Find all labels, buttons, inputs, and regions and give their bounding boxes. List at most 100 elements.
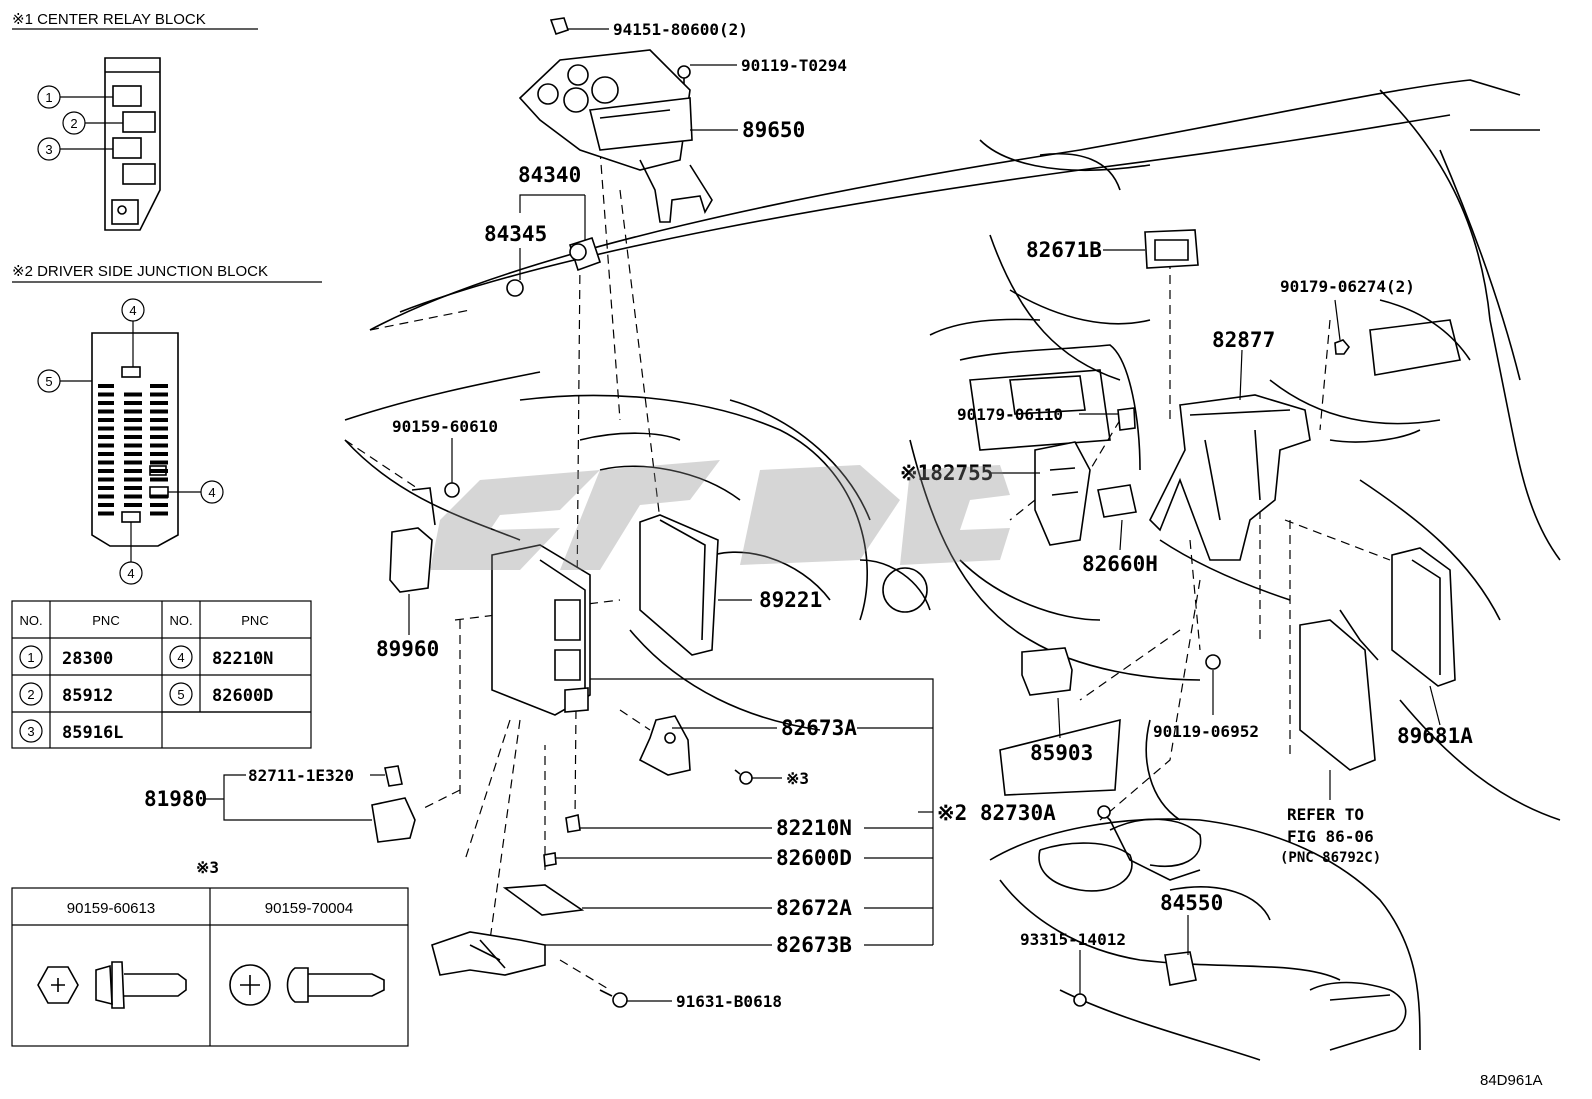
part-89650 xyxy=(518,49,713,223)
label-91631-b0618: 91631-B0618 xyxy=(676,992,782,1011)
fuse-slot xyxy=(124,443,142,448)
part-82210n xyxy=(565,814,581,833)
fuse-slot xyxy=(124,401,142,405)
bolt-header-2: 90159-70004 xyxy=(265,900,353,917)
refer-line-2: FIG 86-06 xyxy=(1287,827,1374,846)
bolt-ref3-a xyxy=(734,769,753,785)
label-82730a: ※2 82730A xyxy=(937,801,1056,825)
dashboard-outline xyxy=(344,79,1561,1061)
bolt-table-ref: ※3 xyxy=(196,858,219,877)
clip-94151 xyxy=(549,17,570,36)
part-86792c xyxy=(1299,609,1379,771)
fuse-slot xyxy=(124,409,142,414)
part-84345 xyxy=(506,279,524,297)
pnc-header-pnc-2: PNC xyxy=(241,613,268,628)
bolt-90119-06952 xyxy=(1205,654,1221,670)
fuse-slot xyxy=(98,443,114,448)
pnc-value: 85916L xyxy=(62,723,123,743)
pnc-header-no-2: NO. xyxy=(169,613,192,628)
hex-flange-bolt-icon xyxy=(37,961,187,1009)
part-82671b xyxy=(1144,229,1199,269)
fuse-slot xyxy=(98,418,114,422)
pnc-no: 3 xyxy=(27,724,34,739)
part-84550 xyxy=(1097,805,1201,881)
svg-text:4: 4 xyxy=(129,303,136,318)
part-82673a xyxy=(638,715,691,776)
part-82672a xyxy=(502,884,585,916)
junction-block-legend: ※2 DRIVER SIDE JUNCTION BLOCK 4 5 4 4 xyxy=(12,263,322,585)
assembly-leaders xyxy=(344,149,1391,991)
label-82671b: 82671B xyxy=(1026,238,1102,262)
fuse-slot xyxy=(124,477,142,482)
fuse-slot xyxy=(150,435,168,439)
part-82877 xyxy=(1149,394,1311,561)
label-89681a: 89681A xyxy=(1397,724,1473,748)
pnc-no: 2 xyxy=(27,687,34,702)
fuse-slot xyxy=(150,477,168,482)
fuse-slot xyxy=(98,384,114,388)
label-90119-06952: 90119-06952 xyxy=(1153,722,1259,741)
svg-text:4: 4 xyxy=(208,485,215,500)
pnc-value: 82210N xyxy=(212,649,273,669)
pnc-value: 85912 xyxy=(62,686,113,706)
fuse-slot xyxy=(98,435,114,439)
fuse-slot xyxy=(98,401,114,405)
pnc-value: 82600D xyxy=(212,686,273,706)
label-82672a: 82672A xyxy=(776,896,852,920)
phillips-screw-icon xyxy=(229,964,385,1006)
fuse-slot xyxy=(98,477,114,482)
relay-block-icon xyxy=(104,57,161,231)
fuse-slot xyxy=(98,409,114,414)
pnc-header-no-1: NO. xyxy=(19,613,42,628)
fuse-slot xyxy=(124,392,142,397)
fuse-slot xyxy=(150,443,168,448)
label-84340: 84340 xyxy=(518,163,581,187)
pnc-no: 1 xyxy=(27,650,34,665)
label-82660h: 82660H xyxy=(1082,552,1158,576)
fuse-slot xyxy=(124,486,142,490)
fuse-slot xyxy=(150,469,168,473)
fuse-slot xyxy=(150,401,168,405)
part-82755 xyxy=(1034,441,1091,546)
pnc-no: 5 xyxy=(177,687,184,702)
fuse-slot xyxy=(150,426,168,431)
label-82711-1e320: 82711-1E320 xyxy=(248,766,354,785)
part-84340 xyxy=(568,236,602,272)
callout-leaders xyxy=(205,28,1441,1002)
fuse-slot xyxy=(98,486,114,490)
part-82600d xyxy=(543,852,557,867)
fuse-slot xyxy=(150,409,168,414)
bolt-header-1: 90159-60613 xyxy=(67,900,155,917)
fuse-slot xyxy=(124,426,142,431)
fuse-slot xyxy=(150,418,168,422)
svg-text:4: 4 xyxy=(127,566,134,581)
fuse-slot xyxy=(124,494,142,499)
label-82210n: 82210N xyxy=(776,816,852,840)
label-85903: 85903 xyxy=(1030,741,1093,765)
label-90179-06274: 90179-06274(2) xyxy=(1280,277,1415,296)
fuse-slot xyxy=(98,460,114,465)
fuse-slot xyxy=(98,392,114,397)
label-90119-t0294: 90119-T0294 xyxy=(741,56,847,75)
label-89650: 89650 xyxy=(742,118,805,142)
pnc-value: 28300 xyxy=(62,649,113,669)
part-89960 xyxy=(389,482,460,593)
label-90159-60610: 90159-60610 xyxy=(392,417,498,436)
svg-text:1: 1 xyxy=(45,90,52,105)
fuse-slot xyxy=(150,452,168,456)
part-85903 xyxy=(1021,647,1073,696)
label-93315-14012: 93315-14012 xyxy=(1020,930,1126,949)
label-82755: ※182755 xyxy=(900,461,993,485)
svg-text:2: 2 xyxy=(70,116,77,131)
watermark-logo xyxy=(430,460,1010,570)
label-90179-06110: 90179-06110 xyxy=(957,405,1063,424)
label-89960: 89960 xyxy=(376,637,439,661)
fuse-slot xyxy=(98,426,114,431)
bolt-table: ※3 90159-60613 90159-70004 xyxy=(11,858,409,1047)
refer-line-3: (PNC 86792C) xyxy=(1280,850,1381,866)
fuse-slot xyxy=(150,460,168,465)
part-81980 xyxy=(371,765,416,843)
svg-text:5: 5 xyxy=(45,374,52,389)
bolt-91631 xyxy=(599,989,628,1008)
